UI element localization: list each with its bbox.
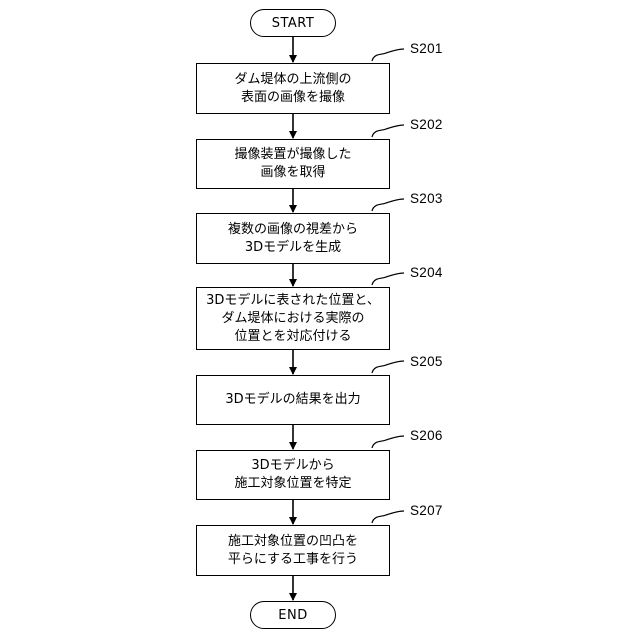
step-label-s207: S207: [410, 503, 443, 518]
label-leader-line: [372, 49, 404, 61]
step-label-s202: S202: [410, 117, 443, 132]
step-label-s205: S205: [410, 354, 443, 369]
step-text-s203: 複数の画像の視差から 3Dモデルを生成: [228, 221, 358, 257]
end-terminal: END: [250, 601, 336, 629]
step-label-s201: S201: [410, 41, 443, 56]
step-box-s205: 3Dモデルの結果を出力: [196, 375, 390, 425]
step-box-s203: 複数の画像の視差から 3Dモデルを生成: [196, 213, 390, 264]
step-text-s201: ダム堤体の上流側の 表面の画像を撮像: [234, 71, 351, 107]
start-terminal: START: [250, 9, 336, 37]
start-label: START: [272, 16, 315, 31]
step-label-s206: S206: [410, 428, 443, 443]
end-label: END: [278, 608, 307, 623]
step-box-s201: ダム堤体の上流側の 表面の画像を撮像: [196, 63, 390, 114]
label-leader-line: [372, 273, 404, 285]
label-leader-line: [372, 199, 404, 211]
step-box-s207: 施工対象位置の凹凸を 平らにする工事を行う: [196, 525, 390, 576]
step-box-s202: 撮像装置が撮像した 画像を取得: [196, 139, 390, 189]
step-text-s204: 3Dモデルに表された位置と、 ダム堤体における実際の 位置とを対応付ける: [206, 292, 380, 346]
label-leader-line: [372, 436, 404, 448]
label-leader-line: [372, 361, 404, 373]
step-text-s206: 3Dモデルから 施工対象位置を特定: [234, 457, 351, 493]
step-text-s205: 3Dモデルの結果を出力: [225, 391, 360, 409]
label-leader-line: [372, 511, 404, 523]
step-box-s206: 3Dモデルから 施工対象位置を特定: [196, 450, 390, 500]
step-label-s203: S203: [410, 191, 443, 206]
step-text-s202: 撮像装置が撮像した 画像を取得: [234, 146, 351, 182]
step-text-s207: 施工対象位置の凹凸を 平らにする工事を行う: [228, 533, 358, 569]
step-label-s204: S204: [410, 265, 443, 280]
step-box-s204: 3Dモデルに表された位置と、 ダム堤体における実際の 位置とを対応付ける: [196, 287, 390, 350]
label-leader-line: [372, 125, 404, 137]
